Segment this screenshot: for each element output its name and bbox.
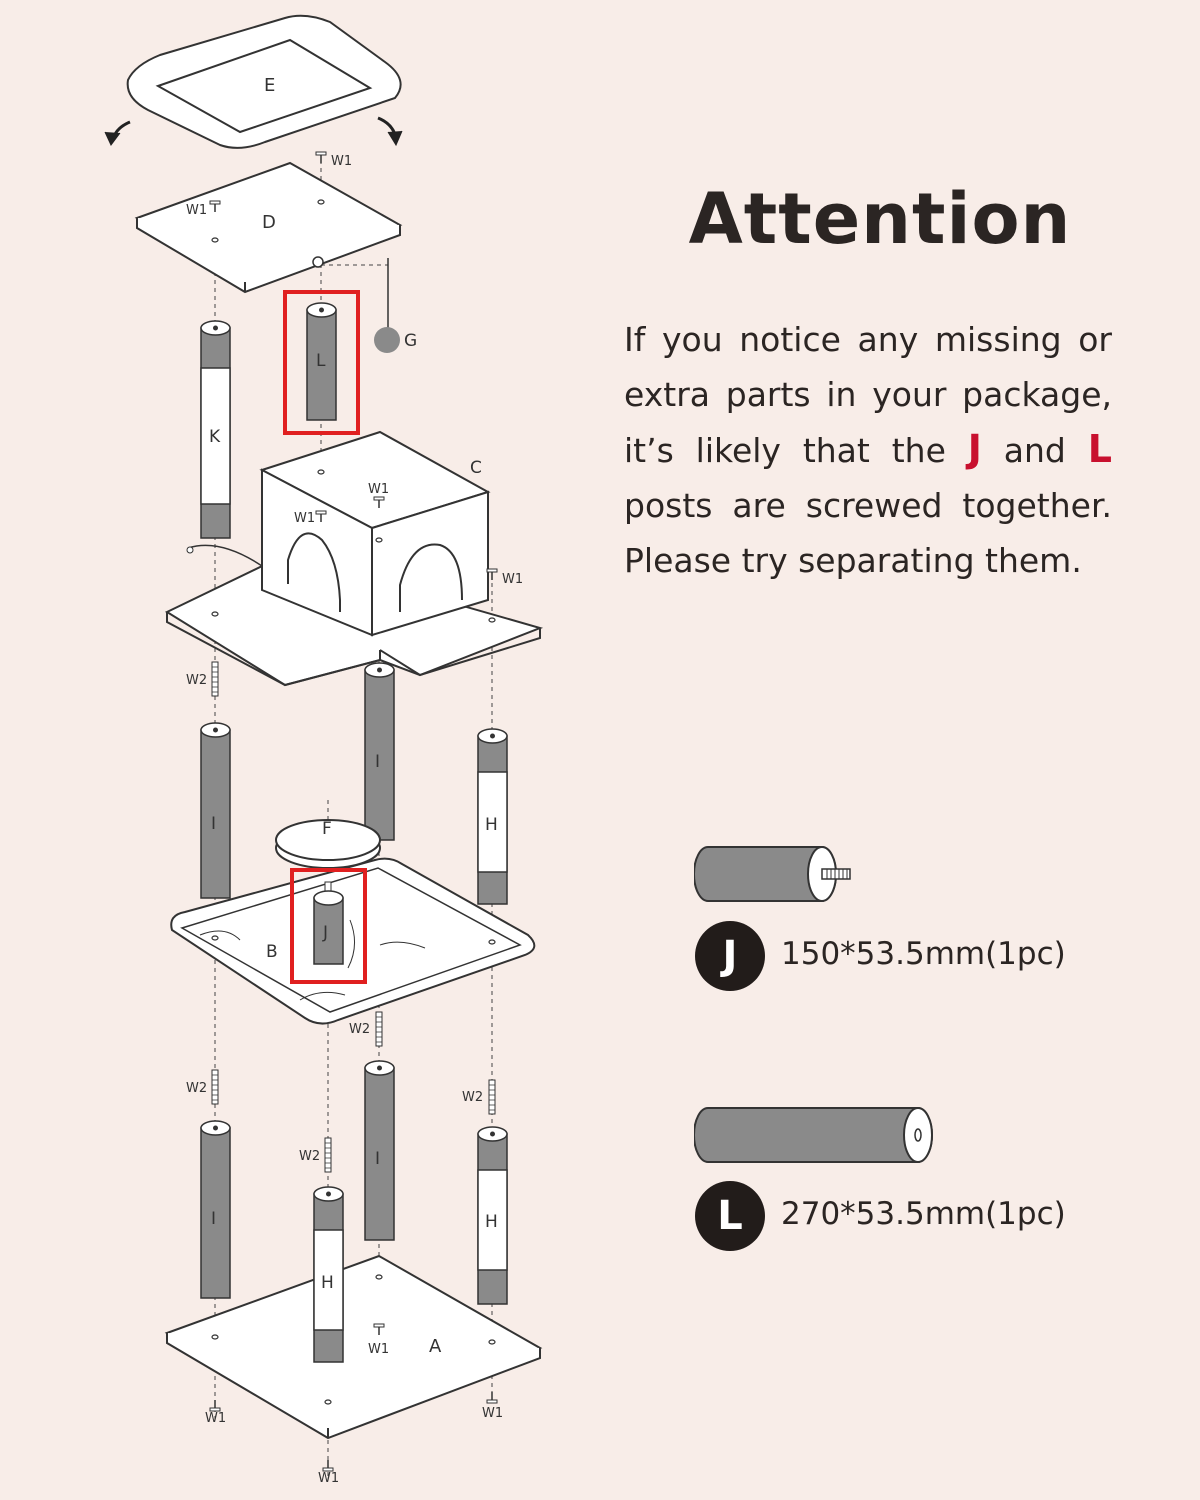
labels-w2: W2 W2 W2 W2 W2 <box>186 673 483 1164</box>
part-b-platform: B <box>170 857 536 1025</box>
label-c: C <box>470 458 482 478</box>
notice-line-1: If you notice any missing or extra parts… <box>624 320 1112 470</box>
notice-line-2: posts are screwed together. Please try s… <box>624 486 1112 580</box>
label-i-2: I <box>375 752 380 772</box>
highlight-box-l <box>283 290 360 435</box>
highlight-box-j <box>290 868 367 984</box>
label-w1: W1 <box>318 1471 339 1486</box>
label-w2: W2 <box>186 1081 207 1096</box>
label-l: L <box>316 351 326 371</box>
label-g: G <box>404 331 417 351</box>
label-w1: W1 <box>482 1406 503 1421</box>
notice-text: If you notice any missing or extra parts… <box>624 312 1112 588</box>
label-h-3: H <box>321 1273 334 1293</box>
part-badge-l: L <box>695 1181 765 1251</box>
label-b: B <box>266 942 278 962</box>
label-w1: W1 <box>368 1342 389 1357</box>
label-w2: W2 <box>349 1022 370 1037</box>
fastener-holes <box>211 199 496 1405</box>
part-badge-j: J <box>695 921 765 991</box>
label-w1: W1 <box>331 154 352 169</box>
notice-highlight-l: L <box>1087 427 1112 471</box>
label-k: K <box>209 427 221 447</box>
label-w1: W1 <box>368 482 389 497</box>
label-h-2: H <box>485 1212 498 1232</box>
label-f: F <box>322 819 332 839</box>
part-dims-j: 150*53.5mm(1pc) <box>781 936 1066 972</box>
part-a-base: A <box>164 1254 543 1440</box>
label-w2: W2 <box>299 1149 320 1164</box>
label-a: A <box>429 1336 442 1357</box>
post-k: K <box>200 320 231 539</box>
attention-title: Attention <box>688 178 1072 260</box>
post-h-upper-right: H <box>477 728 508 905</box>
post-h-lower-middle: H <box>313 1186 344 1363</box>
label-w1: W1 <box>294 511 315 526</box>
post-i-lower-left: I <box>200 1120 231 1299</box>
label-w2: W2 <box>462 1090 483 1105</box>
label-w1: W1 <box>502 572 523 587</box>
label-d: D <box>262 212 276 233</box>
label-w1: W1 <box>186 203 207 218</box>
post-i-upper-middle: I <box>364 662 395 841</box>
part-dims-l: 270*53.5mm(1pc) <box>781 1196 1066 1232</box>
label-i-3: I <box>211 1209 216 1229</box>
part-f-disc: F <box>275 819 381 869</box>
post-h-lower-right: H <box>477 1126 508 1305</box>
post-i-upper-left: I <box>200 722 231 899</box>
notice-highlight-j: J <box>967 427 982 471</box>
part-c-condo: C <box>164 430 544 687</box>
post-j-illustration <box>694 846 851 902</box>
part-g-ball: G <box>374 258 417 353</box>
labels-w1: W1 W1 W1 W1 W1 W1 W1 W1 W1 <box>186 154 523 1486</box>
notice-and: and <box>981 431 1088 470</box>
post-j: J <box>313 881 344 965</box>
part-e-cushion: E <box>104 14 403 149</box>
label-h-1: H <box>485 815 498 835</box>
post-i-lower-middle: I <box>364 1060 395 1241</box>
label-i-4: I <box>375 1149 380 1169</box>
post-l: L <box>306 302 337 421</box>
label-e: E <box>264 75 275 96</box>
part-d-board: D <box>134 161 403 294</box>
assembly-diagram: E D G K L <box>104 14 544 1486</box>
label-w1: W1 <box>205 1411 226 1426</box>
label-w2: W2 <box>186 673 207 688</box>
label-i-1: I <box>211 814 216 834</box>
post-l-illustration <box>694 1107 933 1163</box>
label-j: J <box>322 923 328 943</box>
